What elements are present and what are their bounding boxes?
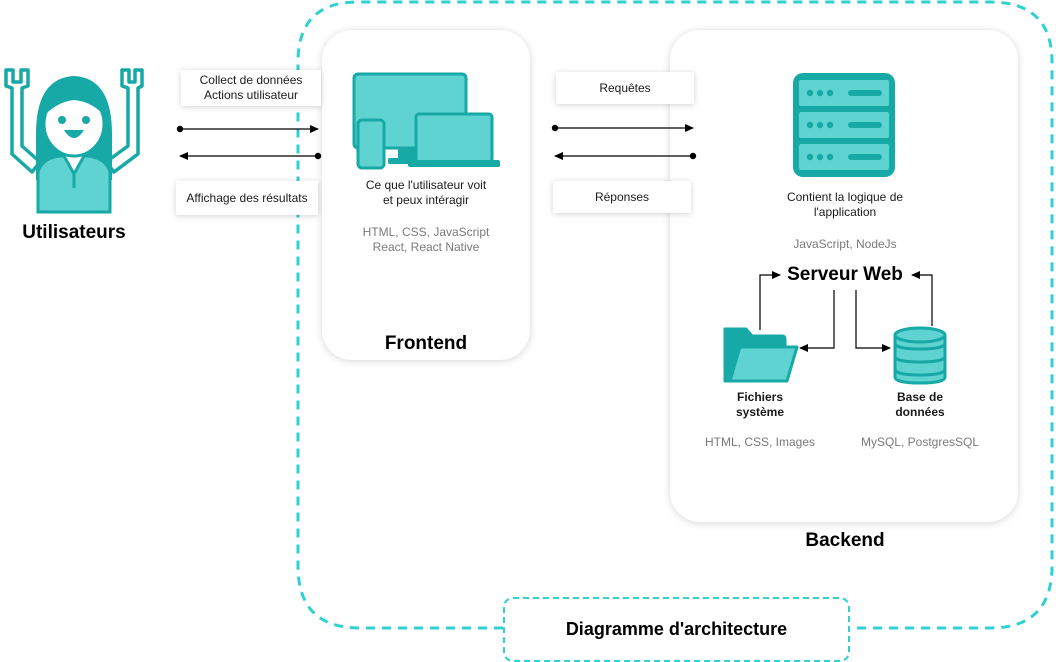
database-to-server-arrow: [911, 271, 933, 326]
database-technologies: MySQL, PostgresSQL: [860, 435, 980, 449]
folder-icon: [723, 327, 799, 383]
database-icon: [893, 326, 947, 385]
frontend-description: Ce que l'utilisateur voit et peux intéra…: [365, 178, 487, 207]
user-request-label: Collect de données Actions utilisateur: [181, 70, 321, 106]
user-response-label: Affichage des résultats: [176, 181, 318, 215]
backend-description: Contient la logique de l'application: [786, 190, 904, 219]
user-response-arrow: [179, 152, 322, 160]
devices-icon: [352, 72, 500, 170]
request-arrow: [551, 124, 694, 132]
user-icon: [4, 68, 144, 214]
filesystem-technologies: HTML, CSS, Images: [704, 435, 816, 449]
diagram-title-box: Diagramme d'architecture: [503, 597, 850, 662]
web-server-title: Serveur Web: [787, 264, 903, 285]
response-arrow: [554, 152, 697, 160]
user-request-arrow: [176, 125, 319, 133]
request-label: Requêtes: [556, 72, 694, 104]
diagram-title: Diagramme d'architecture: [565, 619, 788, 639]
user-title: Utilisateurs: [22, 222, 126, 243]
database-title: Base de données: [895, 390, 945, 419]
frontend-technologies: HTML, CSS, JavaScript React, React Nativ…: [362, 225, 490, 254]
frontend-title: Frontend: [384, 333, 468, 354]
filesystem-to-server-arrow: [759, 271, 781, 330]
backend-title: Backend: [805, 530, 885, 551]
backend-technologies: JavaScript, NodeJs: [793, 237, 897, 251]
server-icon: [793, 73, 895, 177]
response-label: Réponses: [553, 181, 691, 213]
server-to-filesystem-arrow: [799, 290, 835, 352]
filesystem-title: Fichiers système: [735, 390, 785, 419]
server-to-database-arrow: [855, 290, 891, 352]
